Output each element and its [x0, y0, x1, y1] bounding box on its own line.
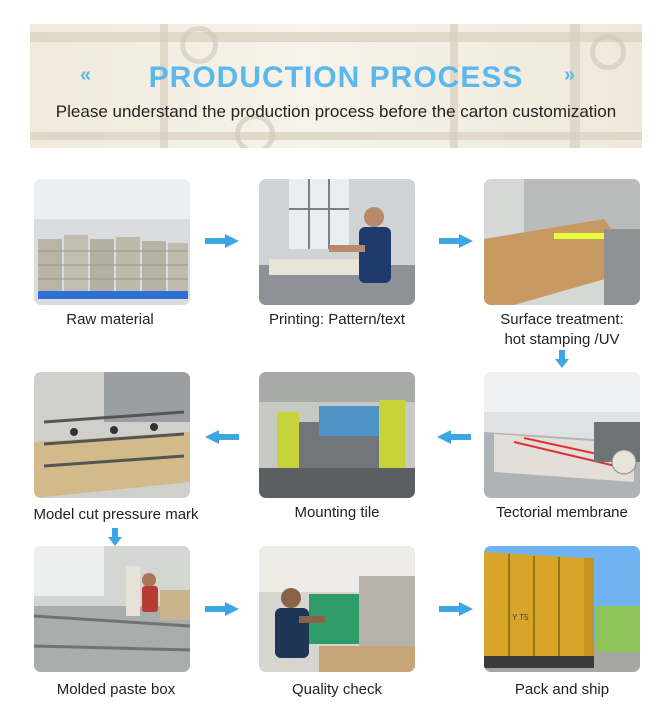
page-title: PRODUCTION PROCESS: [148, 61, 524, 94]
raw-material-photo: [34, 179, 190, 305]
molded-paste-box-photo: [34, 546, 190, 672]
printing-photo: [259, 179, 415, 305]
step-label-surface-treatment: Surface treatment: hot stamping /UV: [500, 311, 624, 348]
step-label-model-cut: Model cut pressure mark: [33, 506, 199, 523]
page-subtitle: Please understand the production process…: [55, 102, 617, 121]
chevron-left-icon: «: [80, 64, 91, 86]
arrow-left-icon: [205, 430, 239, 444]
step-label-molded-paste-box: Molded paste box: [56, 681, 176, 698]
model-cut-photo: [34, 372, 190, 498]
step-label-tectorial-membrane: Tectorial membrane: [496, 504, 628, 521]
arrow-right-icon: [439, 602, 473, 616]
pack-and-ship-photo: Y T5: [484, 546, 640, 672]
step-label-pack-and-ship: Pack and ship: [514, 681, 610, 698]
step-label-quality-check: Quality check: [291, 681, 383, 698]
surface-treatment-photo: [484, 179, 640, 305]
arrow-left-icon: [437, 430, 471, 444]
arrow-down-icon: [555, 350, 569, 368]
arrow-right-icon: [439, 234, 473, 248]
step-label-raw-material: Raw material: [66, 311, 154, 328]
step-label-mounting-tile: Mounting tile: [294, 504, 380, 521]
header-banner: « » PRODUCTION PROCESS Please understand…: [30, 24, 642, 148]
mounting-tile-photo: [259, 372, 415, 498]
chevron-right-icon: »: [564, 64, 575, 86]
quality-check-photo: [259, 546, 415, 672]
tectorial-membrane-photo: [484, 372, 640, 498]
truck-plate-text: Y T5: [512, 613, 529, 622]
arrow-right-icon: [205, 602, 239, 616]
arrow-down-icon: [108, 528, 122, 546]
arrow-right-icon: [205, 234, 239, 248]
step-label-printing: Printing: Pattern/text: [269, 311, 405, 328]
